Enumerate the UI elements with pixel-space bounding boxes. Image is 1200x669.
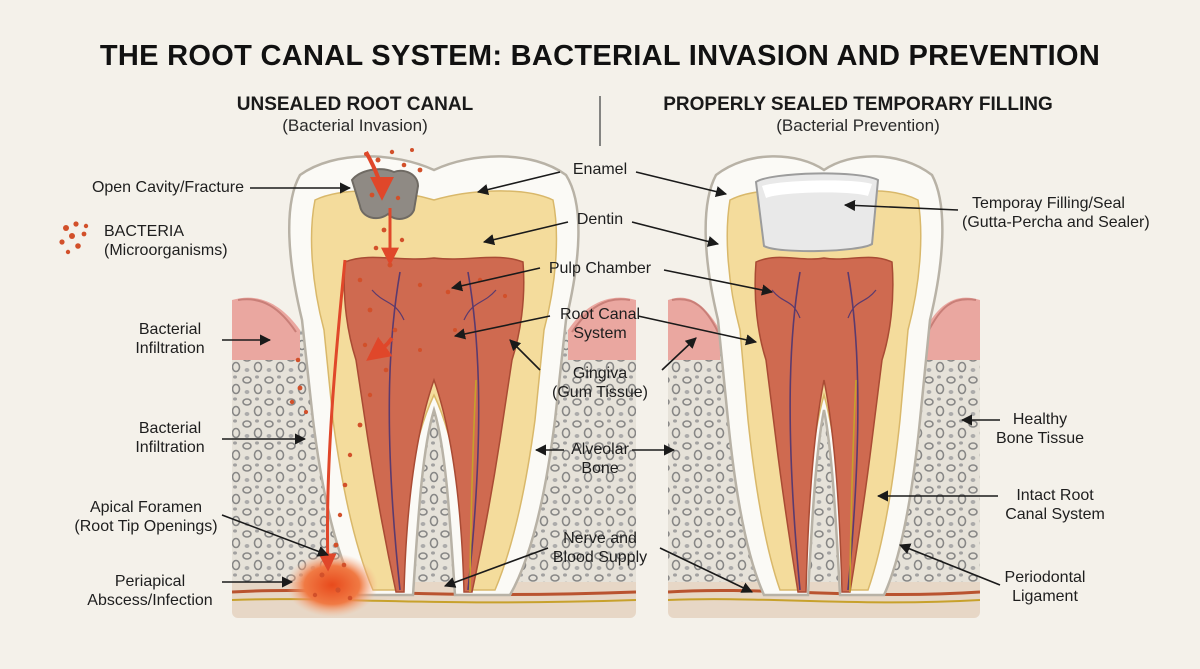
label-apical-foramen: Apical Foramen (Root Tip Openings) — [74, 499, 218, 536]
label-pulp-chamber: Pulp Chamber — [548, 260, 652, 277]
label-periapical-abscess: Periapical Abscess/Infection — [87, 573, 213, 610]
right-tooth-illustration — [668, 155, 980, 618]
label-intact-root-canal: Intact Root Canal System — [1005, 487, 1105, 524]
right-panel-subheading: (Bacterial Prevention) — [776, 115, 940, 135]
label-bacterial-infiltration-upper: Bacterial Infiltration — [135, 321, 205, 358]
left-panel-subheading: (Bacterial Invasion) — [282, 115, 428, 135]
label-root-canal-system: Root Canal System — [559, 306, 641, 343]
bacteria-legend: BACTERIA (Microorganisms) — [104, 222, 228, 260]
label-healthy-bone: Healthy Bone Tissue — [995, 411, 1085, 448]
right-panel-header: PROPERLY SEALED TEMPORARY FILLING (Bacte… — [648, 94, 1068, 135]
label-dentin: Dentin — [576, 211, 624, 228]
label-periodontal-ligament: Periodontal Ligament — [1004, 569, 1086, 606]
bacteria-legend-dots — [59, 221, 89, 255]
legend-title: BACTERIA — [104, 223, 185, 240]
label-temporary-filling: Temporay Filling/Seal (Gutta-Percha and … — [962, 195, 1150, 232]
label-bacterial-infiltration-lower: Bacterial Infiltration — [135, 420, 205, 457]
left-tooth-illustration — [232, 148, 636, 618]
leader-lines — [221, 171, 1001, 593]
label-enamel: Enamel — [572, 161, 628, 178]
label-nerve-blood-supply: Nerve and Blood Supply — [552, 530, 648, 567]
diagram-title: THE ROOT CANAL SYSTEM: BACTERIAL INVASIO… — [99, 40, 1101, 72]
legend-subtitle: (Microorganisms) — [104, 242, 228, 260]
label-open-cavity: Open Cavity/Fracture — [91, 179, 244, 196]
right-panel-heading: PROPERLY SEALED TEMPORARY FILLING — [663, 94, 1053, 115]
label-gingiva: Gingiva (Gum Tissue) — [551, 365, 648, 402]
left-panel-header: UNSEALED ROOT CANAL (Bacterial Invasion) — [190, 94, 520, 135]
label-alveolar-bone: Alveolar Bone — [571, 441, 629, 478]
left-panel-heading: UNSEALED ROOT CANAL — [236, 94, 474, 115]
